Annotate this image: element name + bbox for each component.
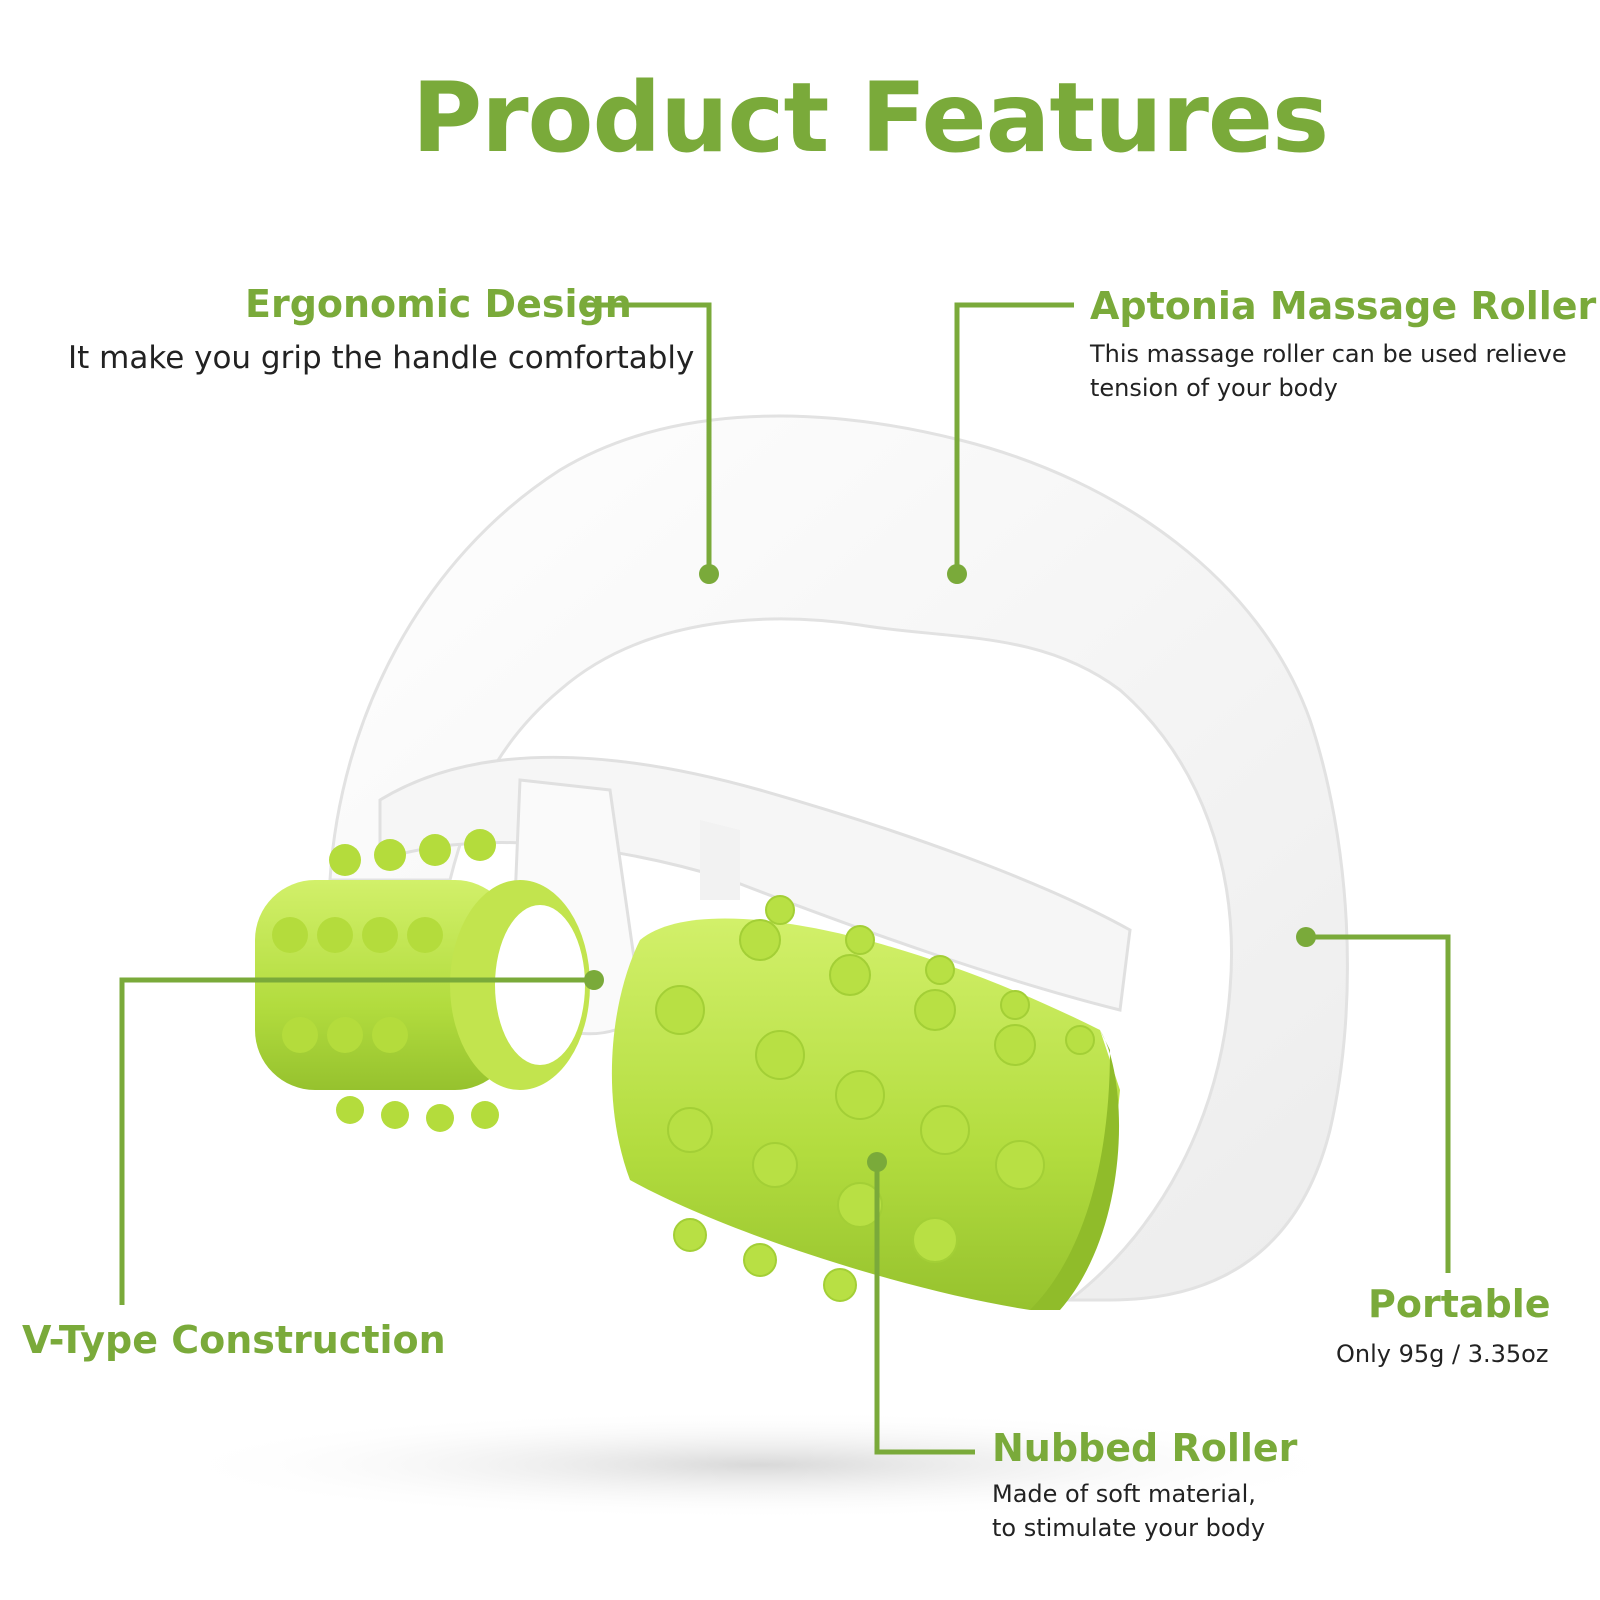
callout-dot-aptonia [947,564,967,584]
right-roller [611,895,1120,1310]
ergonomic-design-description: It make you grip the handle comfortably [68,340,695,376]
aptonia-massage-roller-title: Aptonia Massage Roller [1090,284,1597,328]
ergonomic-design-title: Ergonomic Design [245,282,632,326]
callout-line-aptonia [954,302,1074,574]
left-roller [255,829,590,1132]
nubbed-description-line2: to stimulate your body [992,1514,1266,1542]
page-title: Product Features [411,62,1329,174]
aptonia-description-line1: This massage roller can be used relieve [1090,340,1567,368]
callout-dot-nubbed [867,1152,887,1172]
callout-line-nubbed [874,1162,975,1455]
v-type-construction-title: V-Type Construction [22,1318,446,1362]
callout-line-portable [1306,934,1451,1273]
portable-description: Only 95g / 3.35oz [1336,1340,1549,1368]
aptonia-description-line2: tension of your body [1090,374,1338,402]
callout-line-vtype [119,977,594,1305]
floor-shadow [160,1410,1360,1520]
callout-dot-portable [1296,927,1316,947]
callout-line-ergonomic [586,302,712,574]
callout-dots [584,564,1316,1172]
portable-title: Portable [1368,1282,1551,1326]
callout-dot-vtype [584,970,604,990]
callout-lines [119,302,1451,1455]
nubbed-roller-title: Nubbed Roller [992,1426,1298,1470]
nubbed-description-line1: Made of soft material, [992,1480,1256,1508]
handle [328,414,1349,1302]
callout-dot-ergonomic [699,564,719,584]
